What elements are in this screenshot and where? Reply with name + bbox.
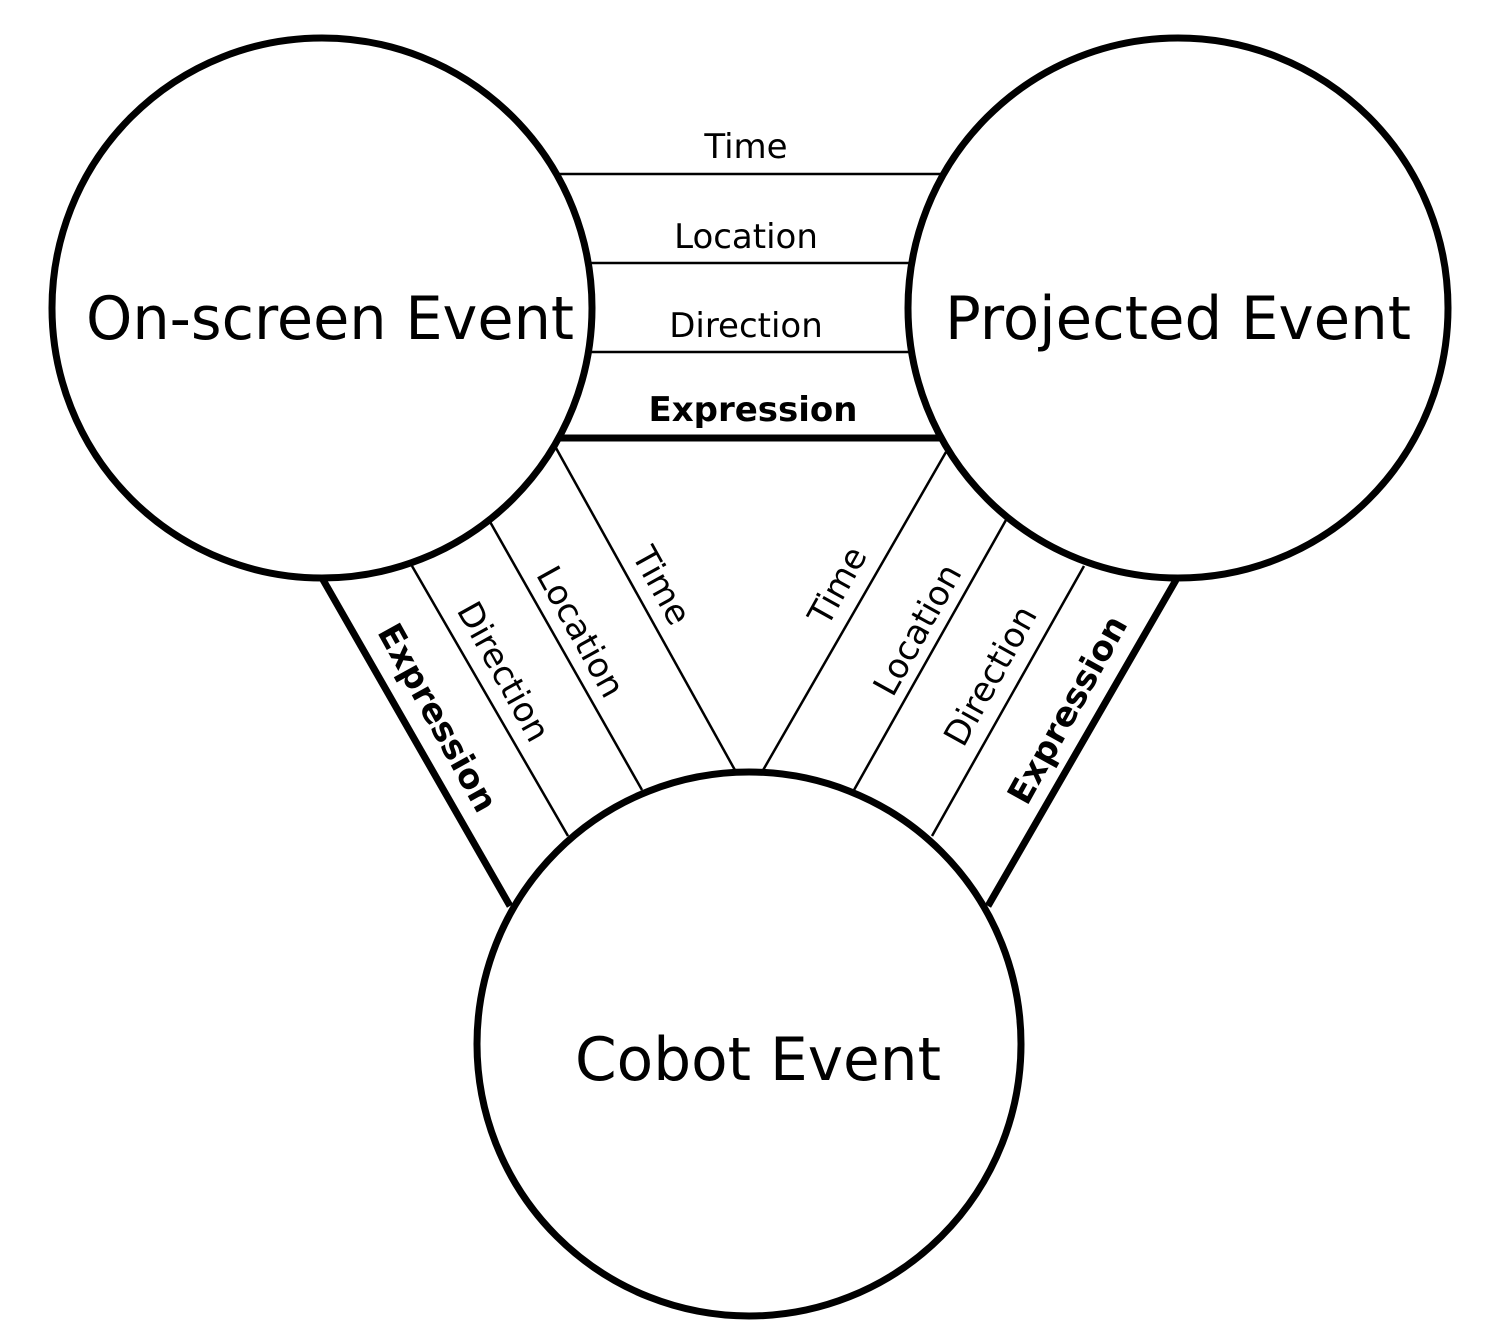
node-label-projected: Projected Event: [945, 284, 1411, 354]
links-onscreen-projected: Time Location Direction Expression: [540, 127, 960, 442]
node-label-cobot: Cobot Event: [575, 1025, 941, 1095]
node-projected-event: Projected Event: [904, 34, 1452, 582]
link-line-left-location: [487, 519, 644, 791]
link-line-right-expression: [984, 578, 1180, 908]
link-line-right-time: [760, 451, 948, 773]
link-line-right-direction: [930, 565, 1086, 837]
link-label-right-location: Location: [866, 557, 971, 702]
node-label-onscreen: On-screen Event: [86, 284, 574, 354]
link-label-top-expression: Expression: [648, 390, 857, 430]
link-line-left-expression: [318, 576, 514, 908]
node-onscreen-event: On-screen Event: [48, 34, 596, 582]
link-line-left-direction: [410, 565, 570, 837]
link-label-left-time: Time: [623, 539, 699, 632]
link-label-top-time: Time: [703, 127, 787, 167]
link-line-right-location: [852, 519, 1008, 791]
node-circle-onscreen: [48, 34, 596, 582]
link-line-left-time: [554, 447, 738, 773]
node-circle-projected: [904, 34, 1452, 582]
node-cobot-event: Cobot Event: [473, 768, 1025, 1320]
link-label-top-direction: Direction: [669, 306, 823, 346]
link-label-top-location: Location: [674, 217, 818, 257]
link-label-right-time: Time: [800, 540, 876, 633]
node-circle-cobot: [473, 768, 1025, 1320]
